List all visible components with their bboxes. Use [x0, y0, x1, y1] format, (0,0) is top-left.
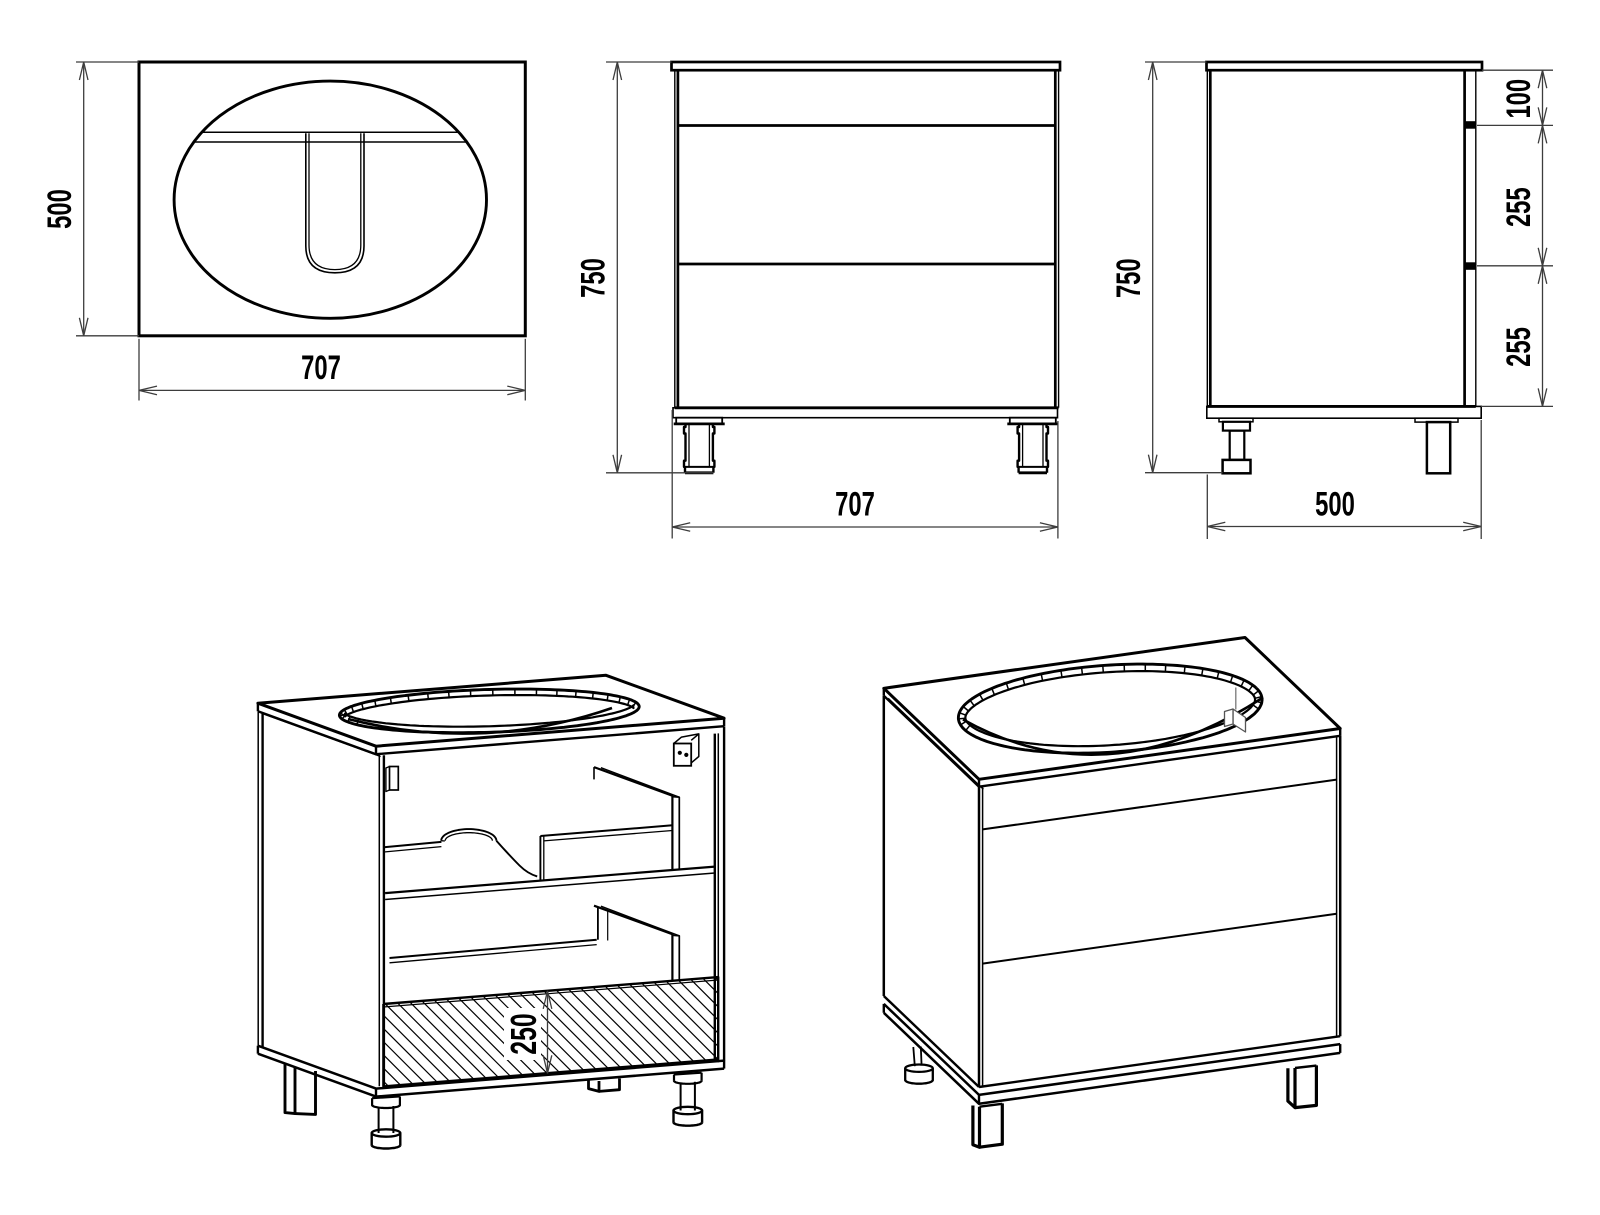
svg-text:750: 750 [574, 258, 612, 298]
svg-text:707: 707 [301, 349, 341, 387]
svg-text:255: 255 [1500, 187, 1538, 227]
svg-text:255: 255 [1500, 327, 1538, 367]
svg-text:500: 500 [41, 189, 79, 229]
svg-text:500: 500 [1315, 485, 1355, 523]
svg-text:750: 750 [1110, 258, 1148, 298]
svg-text:707: 707 [835, 485, 875, 523]
svg-text:100: 100 [1500, 79, 1538, 119]
svg-text:250: 250 [503, 1013, 544, 1054]
